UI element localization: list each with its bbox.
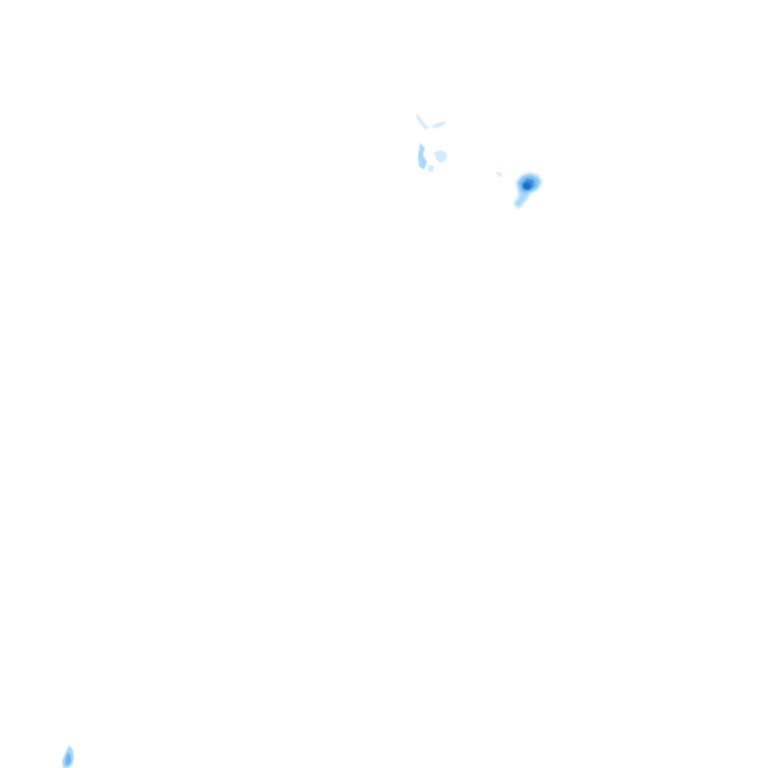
echo-fragment — [416, 113, 429, 130]
echo-cell-southwest — [62, 745, 74, 768]
echo-inner — [65, 752, 71, 766]
echo-cell-east — [514, 173, 542, 209]
echo-fragment — [496, 171, 503, 177]
echo-fragment — [428, 165, 434, 172]
echo-core — [523, 182, 531, 190]
echo-cluster-north — [416, 113, 503, 177]
echo-fragment — [434, 150, 447, 163]
echo-fragment — [418, 143, 427, 170]
echo-fragment — [433, 121, 446, 128]
